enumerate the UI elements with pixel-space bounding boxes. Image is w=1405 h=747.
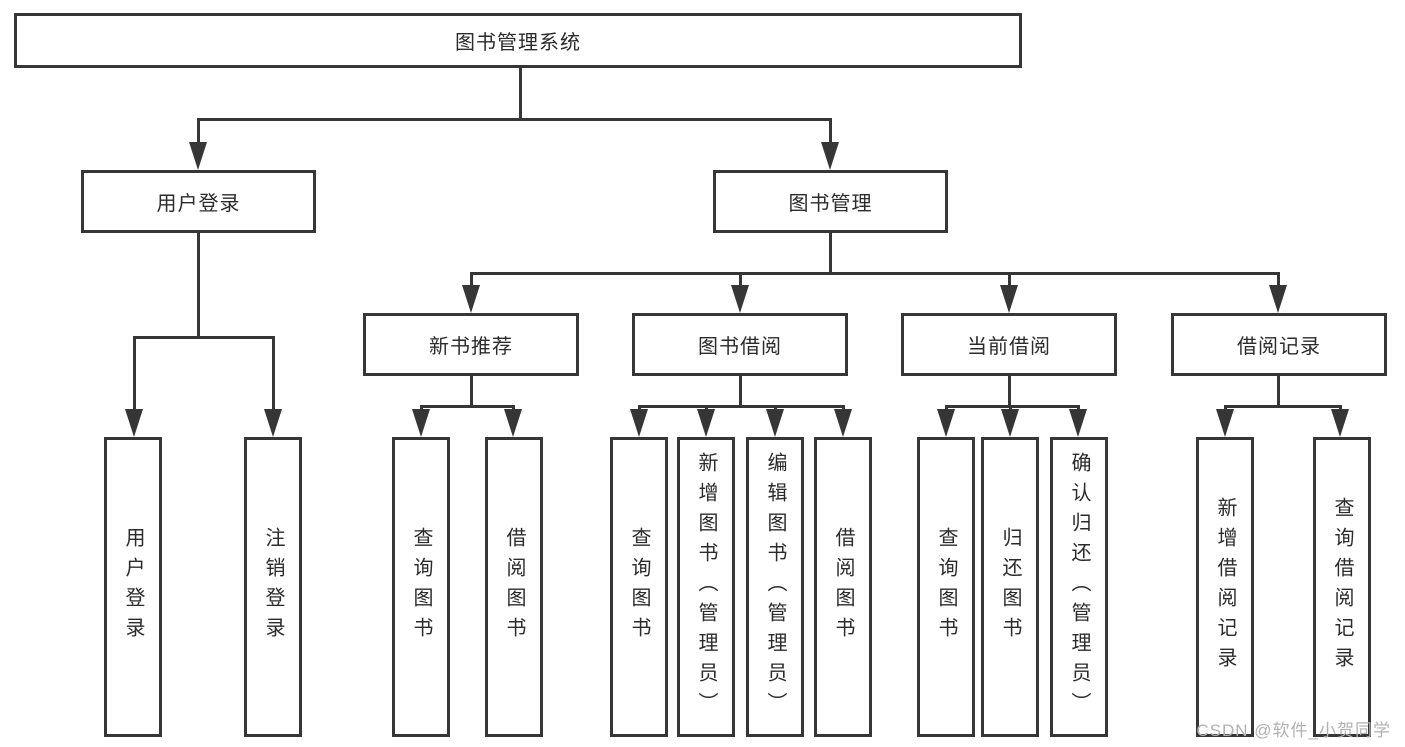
branch-label: 图书管理 <box>788 193 873 215</box>
arrow-down-icon <box>697 409 715 437</box>
connector-line <box>133 336 275 339</box>
connector-line <box>638 405 843 408</box>
connector-line <box>739 272 742 285</box>
leaf-label: 查询借阅记录 <box>1331 497 1353 677</box>
leaf-box-borrow-query: 查询图书 <box>610 437 668 737</box>
leaf-box-user-login: 用户登录 <box>104 437 162 737</box>
leaf-label: 用户登录 <box>122 527 144 647</box>
connector-line <box>1224 405 1342 408</box>
connector-line <box>512 405 515 411</box>
arrow-down-icon <box>1069 409 1087 437</box>
arrow-down-icon <box>630 409 648 437</box>
arrow-down-icon <box>937 409 955 437</box>
section-label: 新书推荐 <box>429 336 513 358</box>
arrow-down-icon <box>1331 409 1349 437</box>
leaf-box-query-borrow-record: 查询借阅记录 <box>1313 437 1371 737</box>
leaf-box-newbook-borrow: 借阅图书 <box>485 437 543 737</box>
connector-line <box>1008 272 1011 285</box>
arrow-down-icon <box>834 409 852 437</box>
connector-line <box>739 376 742 405</box>
arrow-down-icon <box>462 285 480 313</box>
connector-line <box>1224 405 1227 411</box>
leaf-label: 查询图书 <box>935 527 957 647</box>
leaf-label: 查询图书 <box>410 527 432 647</box>
branch-box-book-mgmt: 图书管理 <box>713 170 948 233</box>
leaf-box-logout: 注销登录 <box>244 437 302 737</box>
leaf-label: 借阅图书 <box>832 527 854 647</box>
leaf-box-return-book: 归还图书 <box>981 437 1039 737</box>
connector-line <box>197 233 200 336</box>
section-label: 借阅记录 <box>1237 336 1321 358</box>
connector-line <box>197 118 200 142</box>
leaf-label: 编辑图书（管理员） <box>764 452 786 722</box>
arrow-down-icon <box>504 409 522 437</box>
connector-line <box>519 68 522 118</box>
leaf-label: 新增图书（管理员） <box>695 452 717 722</box>
connector-line <box>470 376 473 405</box>
branch-box-user-login: 用户登录 <box>81 170 316 233</box>
connector-line <box>1077 405 1080 411</box>
leaf-box-borrow-book: 借阅图书 <box>814 437 872 737</box>
arrow-down-icon <box>412 409 430 437</box>
section-box-current-borrow: 当前借阅 <box>901 313 1117 376</box>
section-box-book-borrow: 图书借阅 <box>632 313 848 376</box>
leaf-box-add-borrow-record: 新增借阅记录 <box>1196 437 1254 737</box>
leaf-label: 查询图书 <box>628 527 650 647</box>
connector-line <box>1277 272 1280 285</box>
connector-line <box>133 336 136 409</box>
arrow-down-icon <box>1000 285 1018 313</box>
connector-line <box>1339 405 1342 411</box>
arrow-down-icon <box>1001 409 1019 437</box>
arrow-down-icon <box>1216 409 1234 437</box>
root-label: 图书管理系统 <box>455 32 581 54</box>
root-box: 图书管理系统 <box>14 13 1022 68</box>
leaf-box-current-query: 查询图书 <box>917 437 975 737</box>
connector-line <box>470 272 473 285</box>
arrow-down-icon <box>1269 285 1287 313</box>
section-box-borrow-records: 借阅记录 <box>1171 313 1387 376</box>
connector-line <box>829 233 832 272</box>
section-label: 当前借阅 <box>967 336 1051 358</box>
leaf-label: 确认归还（管理员） <box>1068 452 1090 722</box>
connector-line <box>470 272 1280 275</box>
section-box-new-book-recommend: 新书推荐 <box>363 313 579 376</box>
connector-line <box>842 405 845 411</box>
connector-line <box>705 405 708 411</box>
leaf-label: 新增借阅记录 <box>1214 497 1236 677</box>
watermark-text: CSDN @软件_小贺同学 <box>1196 721 1391 740</box>
arrow-down-icon <box>264 409 282 437</box>
arrow-down-icon <box>821 142 839 170</box>
connector-line <box>945 405 948 411</box>
arrow-down-icon <box>125 409 143 437</box>
connector-line <box>420 405 515 408</box>
connector-line <box>774 405 777 411</box>
arrow-down-icon <box>189 142 207 170</box>
leaf-box-confirm-return-admin: 确认归还（管理员） <box>1050 437 1108 737</box>
connector-line <box>1009 405 1012 411</box>
leaf-box-edit-book-admin: 编辑图书（管理员） <box>746 437 804 737</box>
leaf-label: 注销登录 <box>262 527 284 647</box>
connector-line <box>638 405 641 411</box>
connector-line <box>197 118 832 121</box>
arrow-down-icon <box>731 285 749 313</box>
connector-line <box>1008 376 1011 405</box>
leaf-label: 借阅图书 <box>503 527 525 647</box>
leaf-box-add-book-admin: 新增图书（管理员） <box>677 437 735 737</box>
leaf-box-newbook-query: 查询图书 <box>392 437 450 737</box>
leaf-label: 归还图书 <box>999 527 1021 647</box>
connector-line <box>420 405 423 411</box>
section-label: 图书借阅 <box>698 336 782 358</box>
connector-line <box>1277 376 1280 405</box>
connector-line <box>272 336 275 409</box>
arrow-down-icon <box>766 409 784 437</box>
branch-label: 用户登录 <box>156 193 241 215</box>
connector-line <box>829 118 832 142</box>
